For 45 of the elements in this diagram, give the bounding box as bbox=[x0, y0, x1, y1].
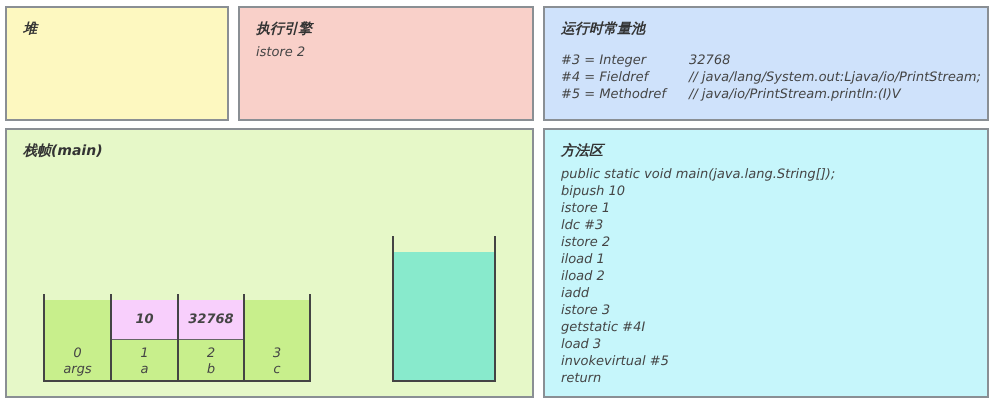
method-area-panel bbox=[543, 128, 989, 398]
code-line: invokevirtual #5 bbox=[561, 353, 669, 370]
code-line: return bbox=[561, 370, 602, 387]
slot-value: 10 bbox=[135, 312, 154, 328]
variable-name: b bbox=[206, 362, 216, 378]
slot-index: 1 bbox=[140, 346, 149, 362]
slot-index: 2 bbox=[206, 346, 216, 362]
code-line: istore 2 bbox=[561, 234, 610, 251]
constant-pool-entry: // java/lang/System.out:Ljava/io/PrintStream; bbox=[689, 69, 981, 86]
constant-pool-entry: // java/io/PrintStream.println:(I)V bbox=[689, 86, 901, 103]
code-line: ldc #3 bbox=[561, 217, 604, 234]
code-line: load 3 bbox=[561, 336, 602, 353]
variable-name: args bbox=[63, 362, 92, 378]
code-line: getstatic #4I bbox=[561, 319, 646, 336]
constant-pool-entry: #5 = Methodref bbox=[561, 86, 666, 103]
slot-value: 32768 bbox=[188, 312, 234, 328]
code-line: istore 1 bbox=[561, 200, 610, 217]
local-variable-slot bbox=[243, 294, 311, 382]
value-cell bbox=[179, 300, 243, 340]
code-line: public static void main(java.lang.String[]); bbox=[561, 166, 836, 183]
constant-pool-entry: #4 = Fieldref bbox=[561, 69, 648, 86]
constant-pool-entry: #3 = Integer bbox=[561, 52, 646, 69]
slot-index: 3 bbox=[272, 346, 282, 362]
slot-index: 0 bbox=[73, 346, 82, 362]
heap-panel bbox=[5, 6, 229, 121]
stack-frame-panel bbox=[5, 128, 534, 398]
operand-stack-container bbox=[392, 236, 496, 382]
panel-title: 栈帧(main) bbox=[23, 142, 103, 160]
code-line: istore 2 bbox=[256, 44, 306, 61]
constant-pool-entry: 32768 bbox=[689, 52, 730, 69]
variable-name: a bbox=[140, 362, 148, 378]
local-variable-slot bbox=[43, 294, 112, 382]
code-line: iload 1 bbox=[561, 251, 605, 268]
execution-engine-panel bbox=[238, 6, 534, 121]
panel-title: 执行引擎 bbox=[256, 20, 312, 38]
code-line: istore 3 bbox=[561, 302, 610, 319]
code-line: iload 2 bbox=[561, 268, 605, 285]
panel-title: 运行时常量池 bbox=[561, 20, 645, 38]
code-line: bipush 10 bbox=[561, 183, 626, 200]
variable-name: c bbox=[273, 362, 281, 378]
code-line: iadd bbox=[561, 285, 590, 302]
constant-pool-panel bbox=[543, 6, 989, 121]
panel-title: 堆 bbox=[23, 20, 37, 38]
panel-title: 方法区 bbox=[561, 142, 603, 160]
value-cell bbox=[112, 300, 177, 340]
